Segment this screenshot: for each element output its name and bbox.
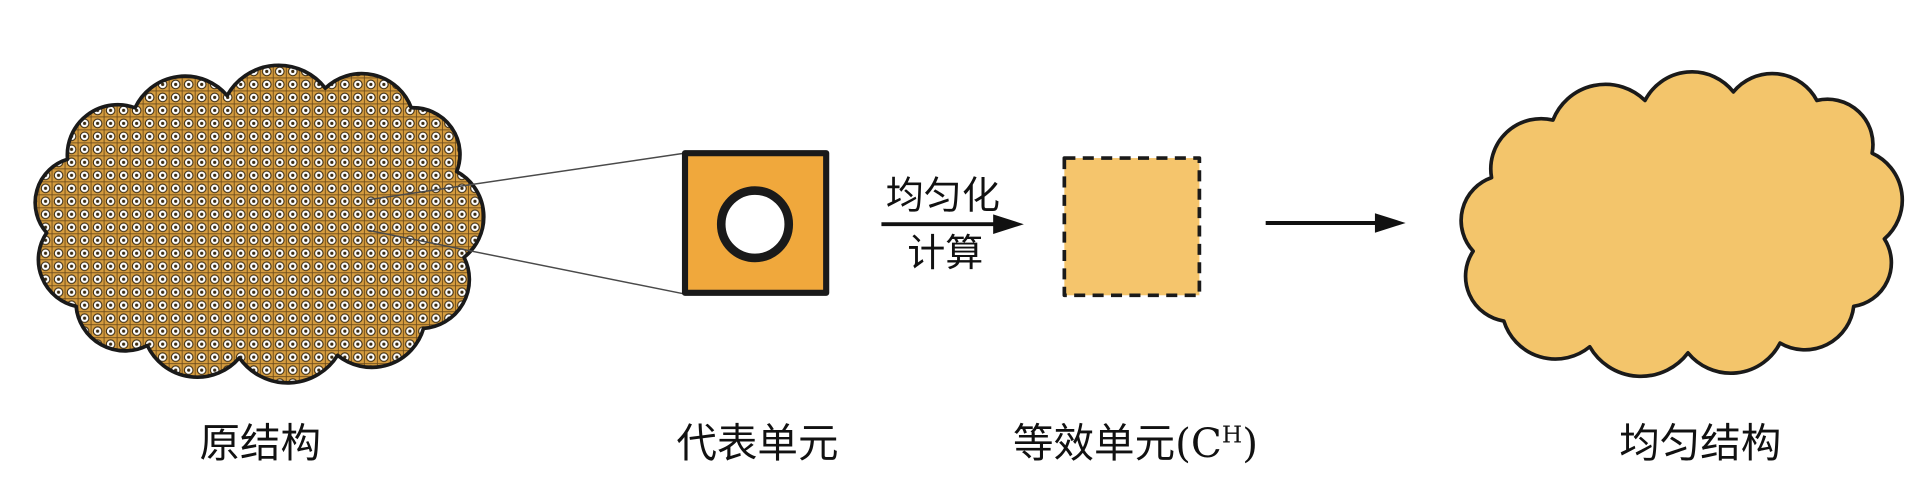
process-label-bottom: 计算 [907,231,983,275]
zoom-line-bottom [368,229,686,295]
original-structure-cloud [33,63,486,385]
equivalent-unit [1062,156,1202,298]
inclusion-hole [716,186,794,263]
label-equivalent-close: ) [1242,419,1258,467]
label-equivalent-superscript: H [1222,421,1242,448]
result-arrow-head [1374,213,1406,233]
label-representative-unit: 代表单元 [676,419,838,467]
zoom-line-top [368,152,686,201]
label-equivalent-text: 等效单元(C [1013,419,1222,467]
process-label-top: 均匀化 [886,173,1000,217]
label-homogeneous-structure: 均匀结构 [1619,419,1781,467]
label-equivalent-unit: 等效单元(CH) [1013,419,1258,467]
homogeneous-structure-cloud [1459,70,1905,379]
homogenization-arrow-head [993,214,1024,235]
label-original-structure: 原结构 [199,419,321,467]
